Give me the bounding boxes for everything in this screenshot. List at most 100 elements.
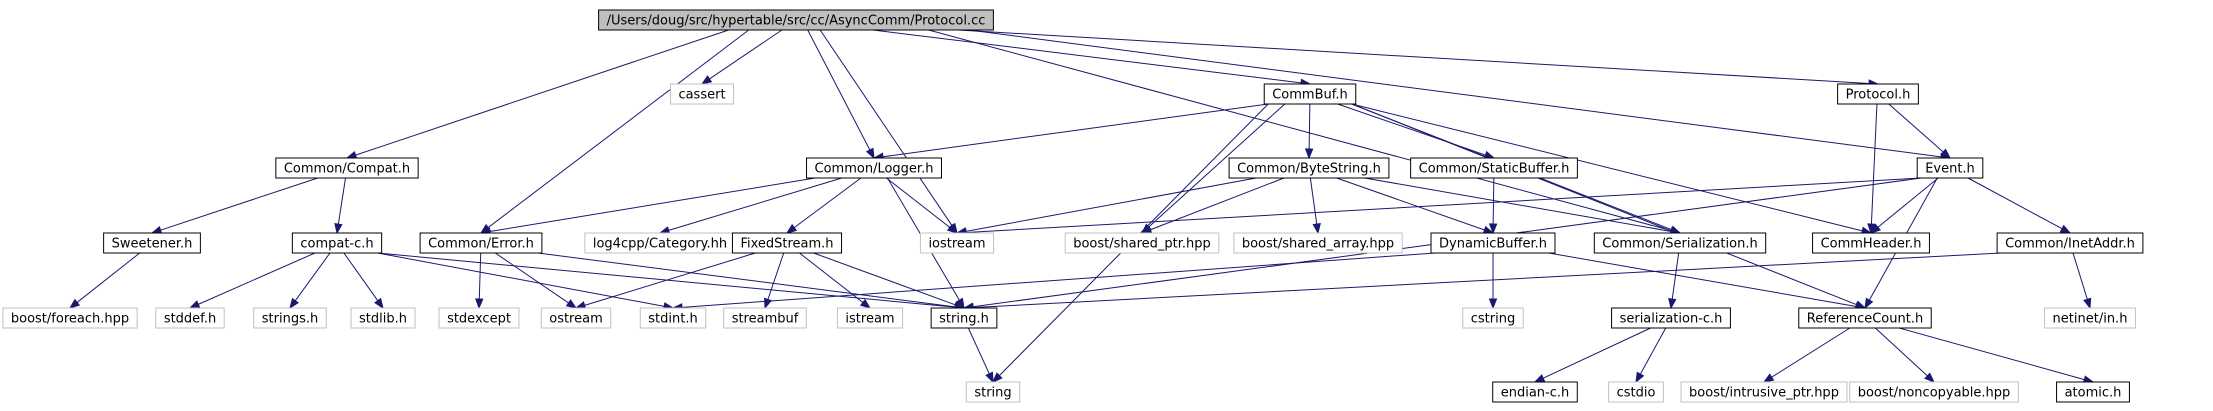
edge-arrowhead: [992, 372, 1003, 383]
node-label: stddef.h: [164, 312, 216, 327]
node-layer: /Users/doug/src/hypertable/src/cc/AsyncC…: [2, 9, 2144, 403]
edge-arrowhead: [1488, 298, 1498, 310]
node-root[interactable]: /Users/doug/src/hypertable/src/cc/AsyncC…: [598, 9, 994, 31]
node-box: [253, 307, 327, 329]
edge-line: [793, 177, 862, 229]
node-box: [965, 381, 1021, 403]
node-label: serialization-c.h: [1620, 312, 1723, 327]
edge-line: [767, 252, 785, 300]
edge-line: [343, 252, 379, 301]
edge-error-to-ostream: [494, 252, 578, 309]
edge-serialization-to-serializationc: [1668, 252, 1680, 310]
node-box: [930, 307, 998, 329]
edge-arrowhead: [1488, 223, 1498, 235]
edge-logger-to-iostream: [886, 177, 959, 234]
node-error[interactable]: Common/Error.h: [419, 232, 543, 254]
edge-root-to-commbuf: [873, 29, 1312, 88]
node-label: DynamicBuffer.h: [1439, 237, 1547, 252]
edge-serializationc-to-endianc: [1533, 327, 1651, 383]
edge-line: [1351, 103, 1857, 306]
edge-inetaddr-to-stringh: [962, 252, 2002, 312]
edge-line: [1309, 177, 1318, 225]
edge-root-to-logger: [807, 29, 875, 160]
edge-line: [807, 29, 871, 151]
edge-arrowhead: [345, 150, 358, 159]
node-label: Event.h: [1925, 162, 1975, 177]
node-sweetener[interactable]: Sweetener.h: [103, 232, 201, 254]
node-box: [1916, 157, 1984, 179]
node-commheader[interactable]: CommHeader.h: [1812, 232, 1930, 254]
node-box: [1430, 232, 1556, 254]
node-stringsh: strings.h: [253, 307, 327, 329]
node-serializationc[interactable]: serialization-c.h: [1611, 307, 1731, 329]
node-label: stdexcept: [447, 312, 511, 327]
edge-layer: [68, 29, 2095, 384]
edge-bytestring-to-serialization: [1364, 177, 1682, 236]
edge-line: [294, 252, 331, 302]
edge-arrowhead: [1869, 223, 1882, 234]
edge-arrowhead: [565, 299, 578, 309]
edge-sweetener-to-foreach: [68, 252, 141, 309]
node-label: Common/Error.h: [428, 237, 534, 252]
node-commbuf[interactable]: CommBuf.h: [1263, 83, 1357, 105]
node-label: strings.h: [262, 312, 318, 327]
edge-refcount-to-intrusive: [1762, 327, 1851, 383]
edge-line: [584, 252, 756, 306]
node-box: [2044, 307, 2136, 329]
node-noncopyable: boost/noncopyable.hpp: [1849, 381, 2019, 403]
edge-root-to-iostream: [819, 29, 958, 235]
edge-root-to-error: [479, 29, 750, 234]
node-staticbuffer[interactable]: Common/StaticBuffer.h: [1410, 157, 1578, 179]
edge-root-to-protocolh: [958, 29, 1880, 88]
node-label: streambuf: [732, 312, 799, 327]
node-atomic[interactable]: atomic.h: [2056, 381, 2130, 403]
node-fixedstream[interactable]: FixedStream.h: [731, 232, 843, 254]
node-endianc[interactable]: endian-c.h: [1492, 381, 1578, 403]
node-label: boost/foreach.hpp: [11, 312, 129, 327]
edge-line: [965, 177, 1257, 232]
edge-line: [1542, 327, 1651, 379]
node-box: [1228, 157, 1390, 179]
edge-arrowhead: [865, 147, 875, 160]
node-serialization[interactable]: Common/Serialization.h: [1593, 232, 1767, 254]
edge-line: [873, 29, 1302, 84]
node-string: string: [965, 381, 1021, 403]
edge-line: [1967, 177, 2063, 230]
node-inetaddr[interactable]: Common/InetAddr.h: [1996, 232, 2144, 254]
edge-compatc-to-stringh: [377, 252, 966, 312]
node-compat[interactable]: Common/Compat.h: [275, 157, 419, 179]
node-dynbuffer[interactable]: DynamicBuffer.h: [1430, 232, 1556, 254]
node-label: cassert: [678, 88, 725, 103]
node-box: [1996, 232, 2144, 254]
node-logger[interactable]: Common/Logger.h: [806, 157, 942, 179]
node-bytestring[interactable]: Common/ByteString.h: [1228, 157, 1390, 179]
edge-serializationc-to-cstdio: [1635, 327, 1667, 384]
node-label: Common/StaticBuffer.h: [1419, 162, 1570, 177]
edge-event-to-commheader: [1869, 177, 1939, 234]
node-compatc[interactable]: compat-c.h: [291, 232, 383, 254]
edge-line: [882, 103, 1269, 158]
node-refcount[interactable]: ReferenceCount.h: [1798, 307, 1932, 329]
edge-arrowhead: [785, 223, 798, 234]
node-box: [2056, 381, 2130, 403]
edge-arrowhead: [1864, 297, 1874, 310]
node-box: [598, 9, 994, 31]
edge-line: [972, 252, 2002, 309]
edge-line: [1899, 327, 2085, 381]
edge-line: [337, 177, 346, 225]
edge-arrowhead: [1533, 374, 1546, 383]
edge-arrowhead: [1304, 148, 1314, 160]
edge-line: [819, 29, 953, 226]
edge-line: [355, 29, 729, 156]
node-streambuf: streambuf: [723, 307, 807, 329]
edge-line: [681, 252, 1436, 308]
edge-line: [1336, 177, 1485, 231]
node-protocolh[interactable]: Protocol.h: [1837, 83, 1919, 105]
node-stringh[interactable]: string.h: [930, 307, 998, 329]
node-box: [1837, 83, 1919, 105]
edge-arrowhead: [985, 371, 994, 384]
node-label: cstdio: [1617, 386, 1656, 401]
node-box: [291, 232, 383, 254]
node-event[interactable]: Event.h: [1916, 157, 1984, 179]
